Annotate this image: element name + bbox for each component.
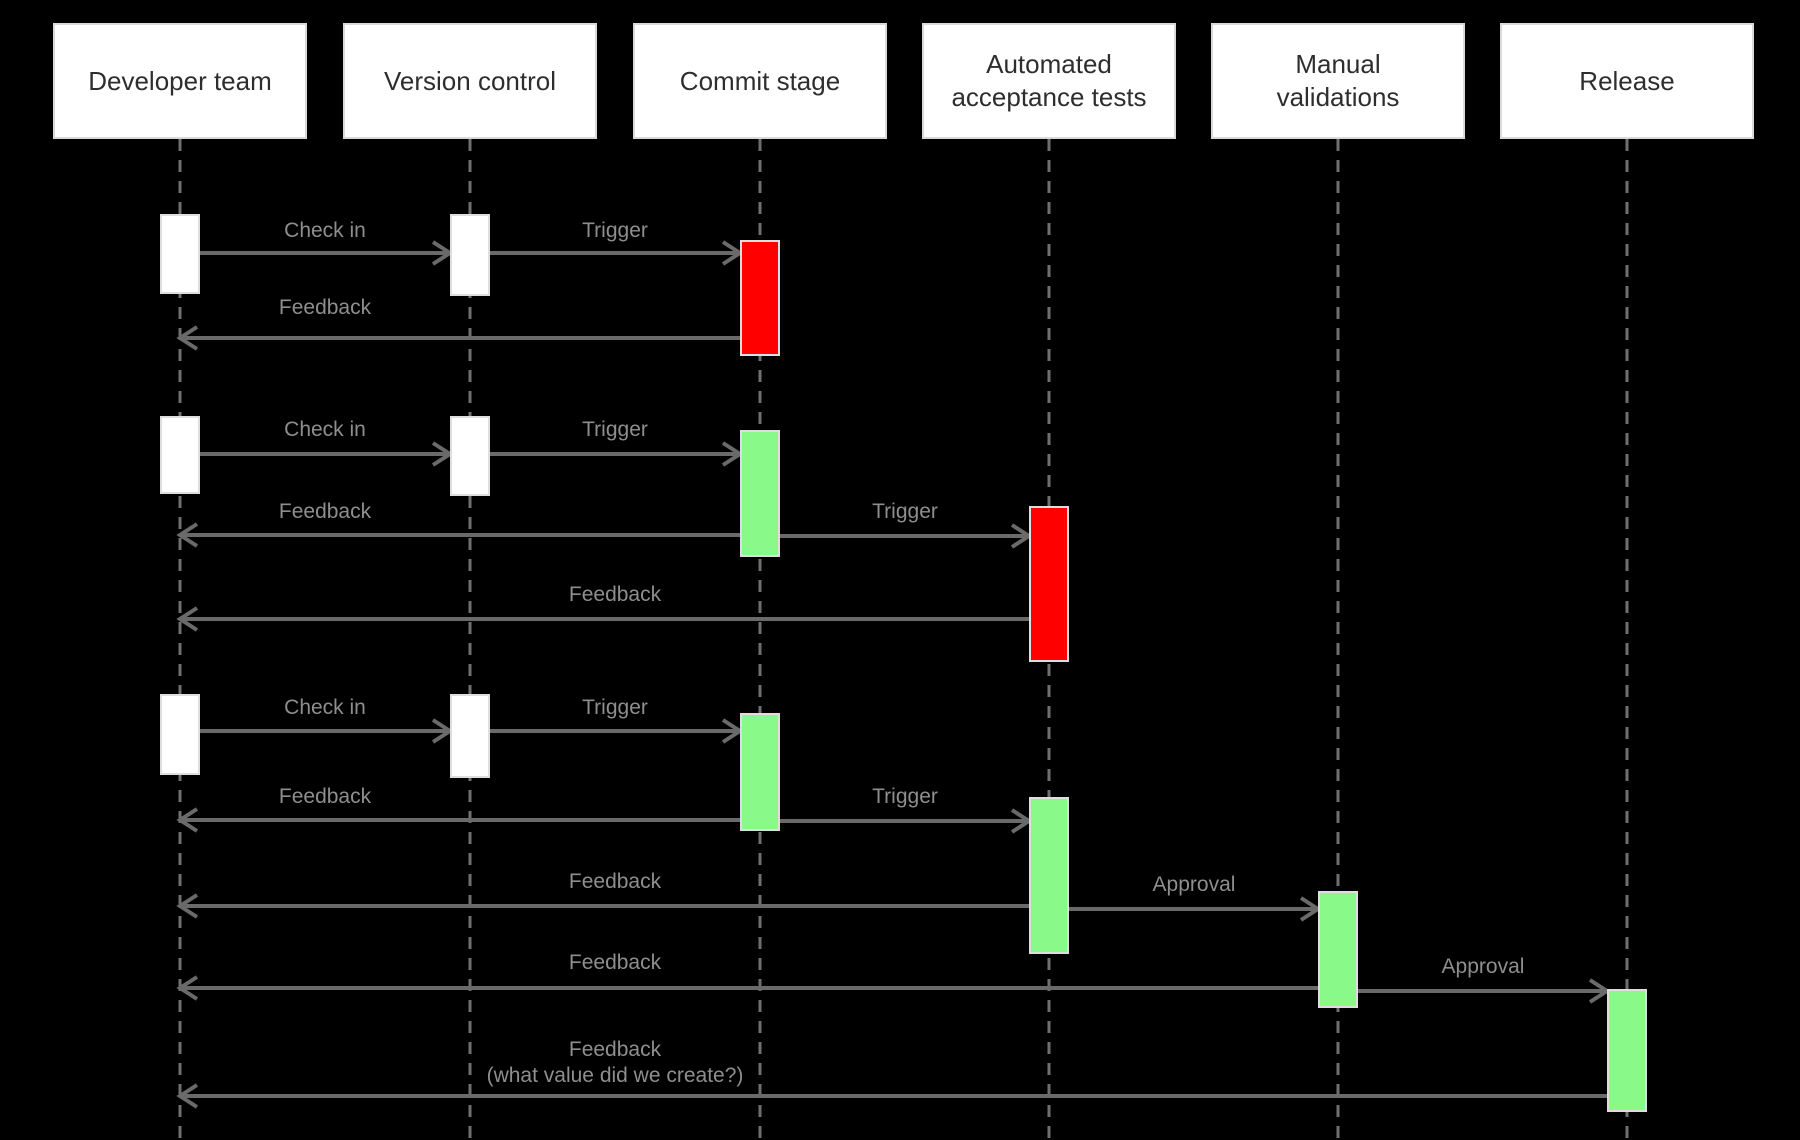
- message-arrow-check-in-8: [200, 718, 454, 744]
- activation-pass-commit-stage: [740, 430, 780, 557]
- message-label-feedback-16: Feedback (what value did we create?): [486, 1038, 744, 1087]
- message-label-trigger-1: Trigger: [582, 219, 648, 242]
- message-arrow-approval-15: [1358, 978, 1611, 1004]
- message-arrow-feedback-5: [176, 522, 740, 548]
- actor-box-release: Release: [1500, 23, 1754, 139]
- activation-neutral-version-control: [450, 214, 490, 296]
- message-arrow-trigger-6: [780, 523, 1033, 549]
- activation-pass-commit-stage: [740, 713, 780, 831]
- message-label-check-in-0: Check in: [284, 219, 366, 242]
- actor-box-manual-validations: Manual validations: [1211, 23, 1465, 139]
- message-arrow-trigger-9: [490, 718, 744, 744]
- actor-label: Developer team: [88, 65, 272, 96]
- message-label-trigger-4: Trigger: [582, 418, 648, 441]
- activation-neutral-version-control: [450, 694, 490, 778]
- message-label-trigger-6: Trigger: [872, 500, 938, 523]
- activation-fail-automated-acceptance-tests: [1029, 506, 1069, 662]
- activation-pass-automated-acceptance-tests: [1029, 797, 1069, 954]
- actor-label: Release: [1579, 65, 1675, 96]
- message-label-check-in-8: Check in: [284, 696, 366, 719]
- actor-box-automated-acceptance-tests: Automated acceptance tests: [922, 23, 1176, 139]
- message-arrow-feedback-10: [176, 807, 740, 833]
- message-arrow-feedback-14: [176, 975, 1318, 1001]
- message-label-trigger-9: Trigger: [582, 696, 648, 719]
- message-label-approval-13: Approval: [1152, 873, 1236, 896]
- message-arrow-feedback-12: [176, 893, 1029, 919]
- message-arrow-trigger-11: [780, 808, 1033, 834]
- actor-label: Commit stage: [679, 65, 841, 96]
- message-arrow-trigger-1: [490, 240, 744, 266]
- message-label-feedback-14: Feedback: [568, 951, 662, 974]
- message-arrow-approval-13: [1069, 896, 1322, 922]
- activation-neutral-developer-team: [160, 214, 200, 294]
- message-label-feedback-5: Feedback: [278, 500, 372, 523]
- activation-neutral-developer-team: [160, 694, 200, 775]
- activation-neutral-version-control: [450, 416, 490, 496]
- activation-pass-manual-validations: [1318, 891, 1358, 1008]
- message-arrow-check-in-0: [200, 240, 454, 266]
- message-label-feedback-10: Feedback: [278, 785, 372, 808]
- actor-box-commit-stage: Commit stage: [633, 23, 887, 139]
- message-arrow-feedback-2: [176, 325, 740, 351]
- message-arrow-trigger-4: [490, 441, 744, 467]
- activation-fail-commit-stage: [740, 240, 780, 356]
- message-label-trigger-11: Trigger: [872, 785, 938, 808]
- message-arrow-feedback-7: [176, 606, 1029, 632]
- message-arrow-feedback-16: [176, 1083, 1607, 1109]
- message-label-check-in-3: Check in: [284, 418, 366, 441]
- activation-pass-release: [1607, 989, 1647, 1112]
- actor-label: Manual validations: [1276, 49, 1400, 112]
- message-label-feedback-12: Feedback: [568, 870, 662, 893]
- message-label-feedback-7: Feedback: [568, 583, 662, 606]
- message-label-approval-15: Approval: [1441, 955, 1525, 978]
- actor-label: Automated acceptance tests: [951, 49, 1147, 112]
- actor-box-version-control: Version control: [343, 23, 597, 139]
- activation-neutral-developer-team: [160, 416, 200, 494]
- message-label-feedback-2: Feedback: [278, 296, 372, 319]
- message-arrow-check-in-3: [200, 441, 454, 467]
- actor-box-developer-team: Developer team: [53, 23, 307, 139]
- actor-label: Version control: [384, 65, 556, 96]
